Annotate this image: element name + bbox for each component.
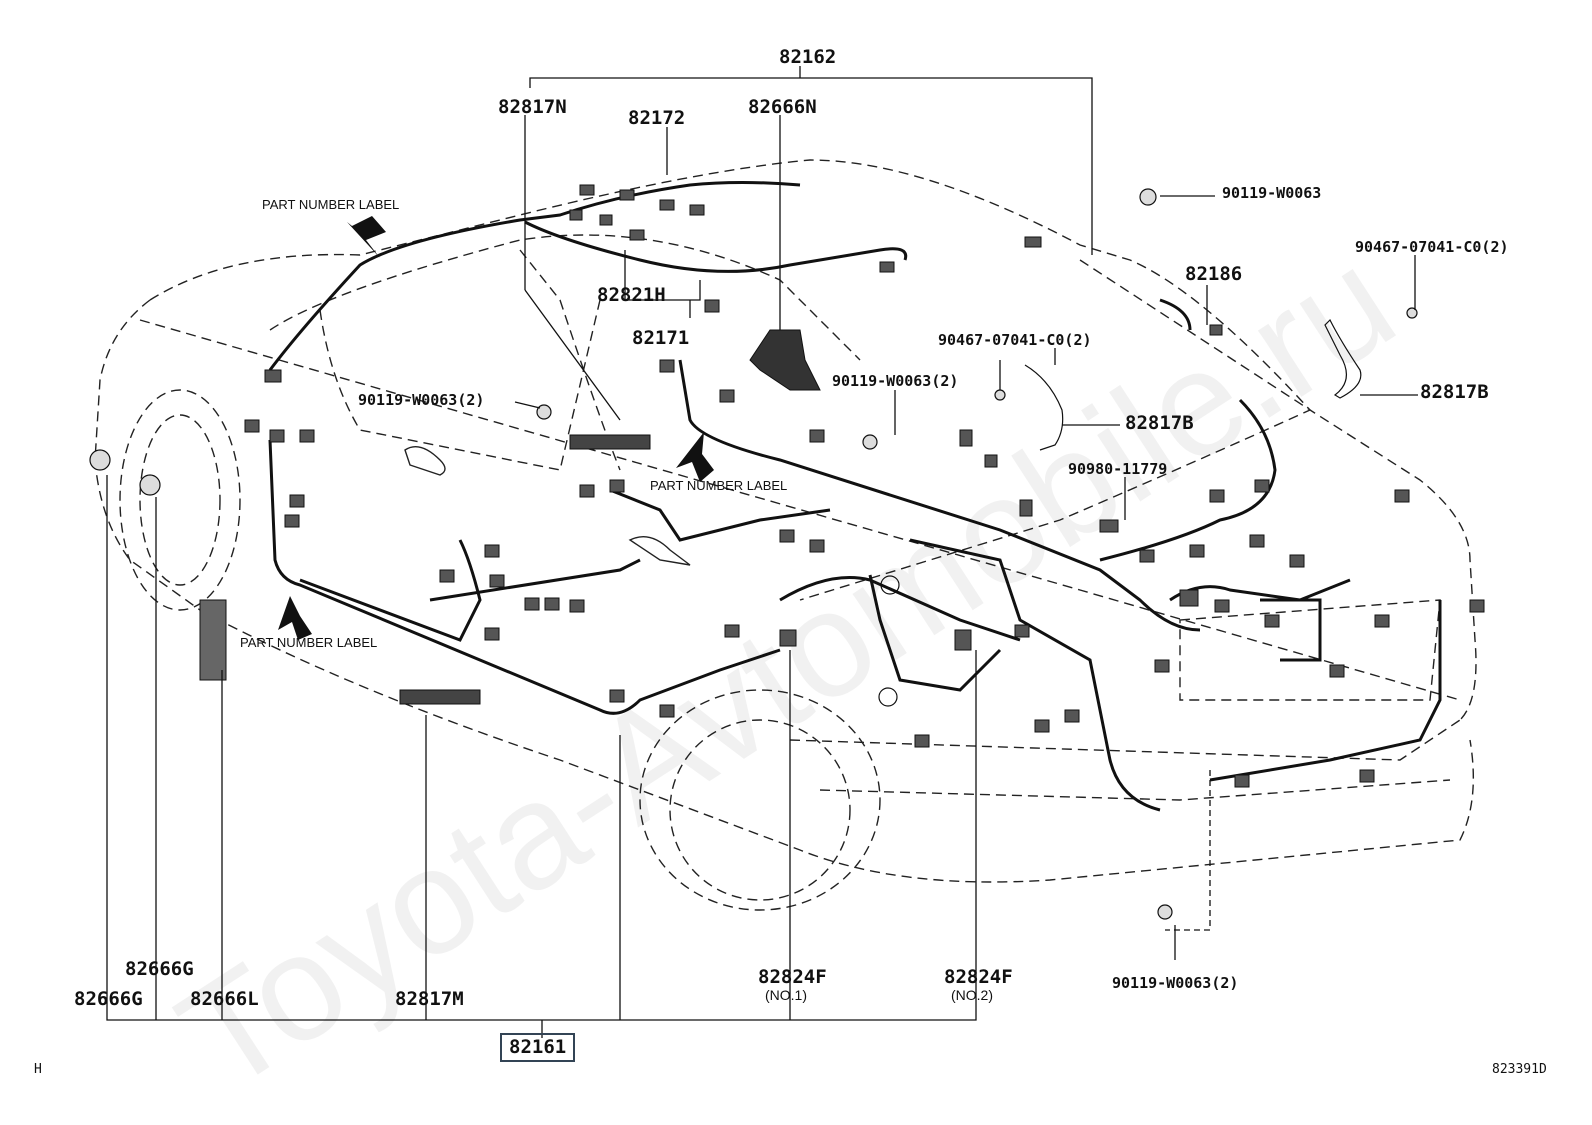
car-body-outline: [94, 159, 1477, 911]
note-no2: (NO.2): [951, 987, 993, 1003]
note-part-number-label-lower: PART NUMBER LABEL: [240, 635, 378, 650]
label-90119-w0063-top: 90119-W0063: [1222, 184, 1322, 202]
corner-code-right: 823391D: [1492, 1062, 1547, 1077]
label-82171: 82171: [632, 327, 690, 349]
connectors: [244, 184, 1485, 788]
label-82161-main: 82161: [500, 1033, 576, 1062]
bolts-and-clips: [89, 188, 1418, 920]
parts-diagram: Toyota-Avtomobile.ru: [34, 46, 1547, 1123]
label-90119-w0063-left: 90119-W0063(2): [358, 391, 485, 409]
label-82817B-center: 82817B: [1125, 412, 1194, 434]
label-82817N: 82817N: [498, 96, 567, 118]
label-82172: 82172: [628, 107, 686, 129]
label-90980-11779: 90980-11779: [1068, 460, 1168, 478]
label-90119-w0063-center: 90119-W0063(2): [832, 372, 959, 390]
label-82821H: 82821H: [597, 284, 666, 306]
label-82817M: 82817M: [395, 988, 464, 1010]
wire-harness: [268, 181, 1442, 812]
label-82666L: 82666L: [190, 988, 259, 1010]
label-82666G-upper: 82666G: [125, 958, 194, 980]
label-82666G-lower: 82666G: [74, 988, 143, 1010]
note-part-number-label-middle: PART NUMBER LABEL: [650, 478, 788, 493]
label-90467-center: 90467-07041-C0(2): [938, 331, 1092, 349]
label-90119-w0063-bottom: 90119-W0063(2): [1112, 974, 1239, 992]
car-wiring-drawing: [89, 66, 1485, 1038]
label-arrows: [278, 216, 714, 640]
note-no1: (NO.1): [765, 987, 807, 1003]
label-82824F-no2: 82824F: [944, 966, 1013, 988]
leader-lines: [106, 66, 1418, 1038]
corner-code-left: H: [34, 1062, 42, 1077]
relay-blocks: [199, 329, 821, 705]
label-82162: 82162: [779, 46, 837, 68]
label-82666N: 82666N: [748, 96, 817, 118]
label-82186: 82186: [1185, 263, 1243, 285]
label-90467-right: 90467-07041-C0(2): [1355, 238, 1509, 256]
label-82824F-no1: 82824F: [758, 966, 827, 988]
label-82817B-right: 82817B: [1420, 381, 1489, 403]
note-part-number-label-top: PART NUMBER LABEL: [262, 197, 400, 212]
